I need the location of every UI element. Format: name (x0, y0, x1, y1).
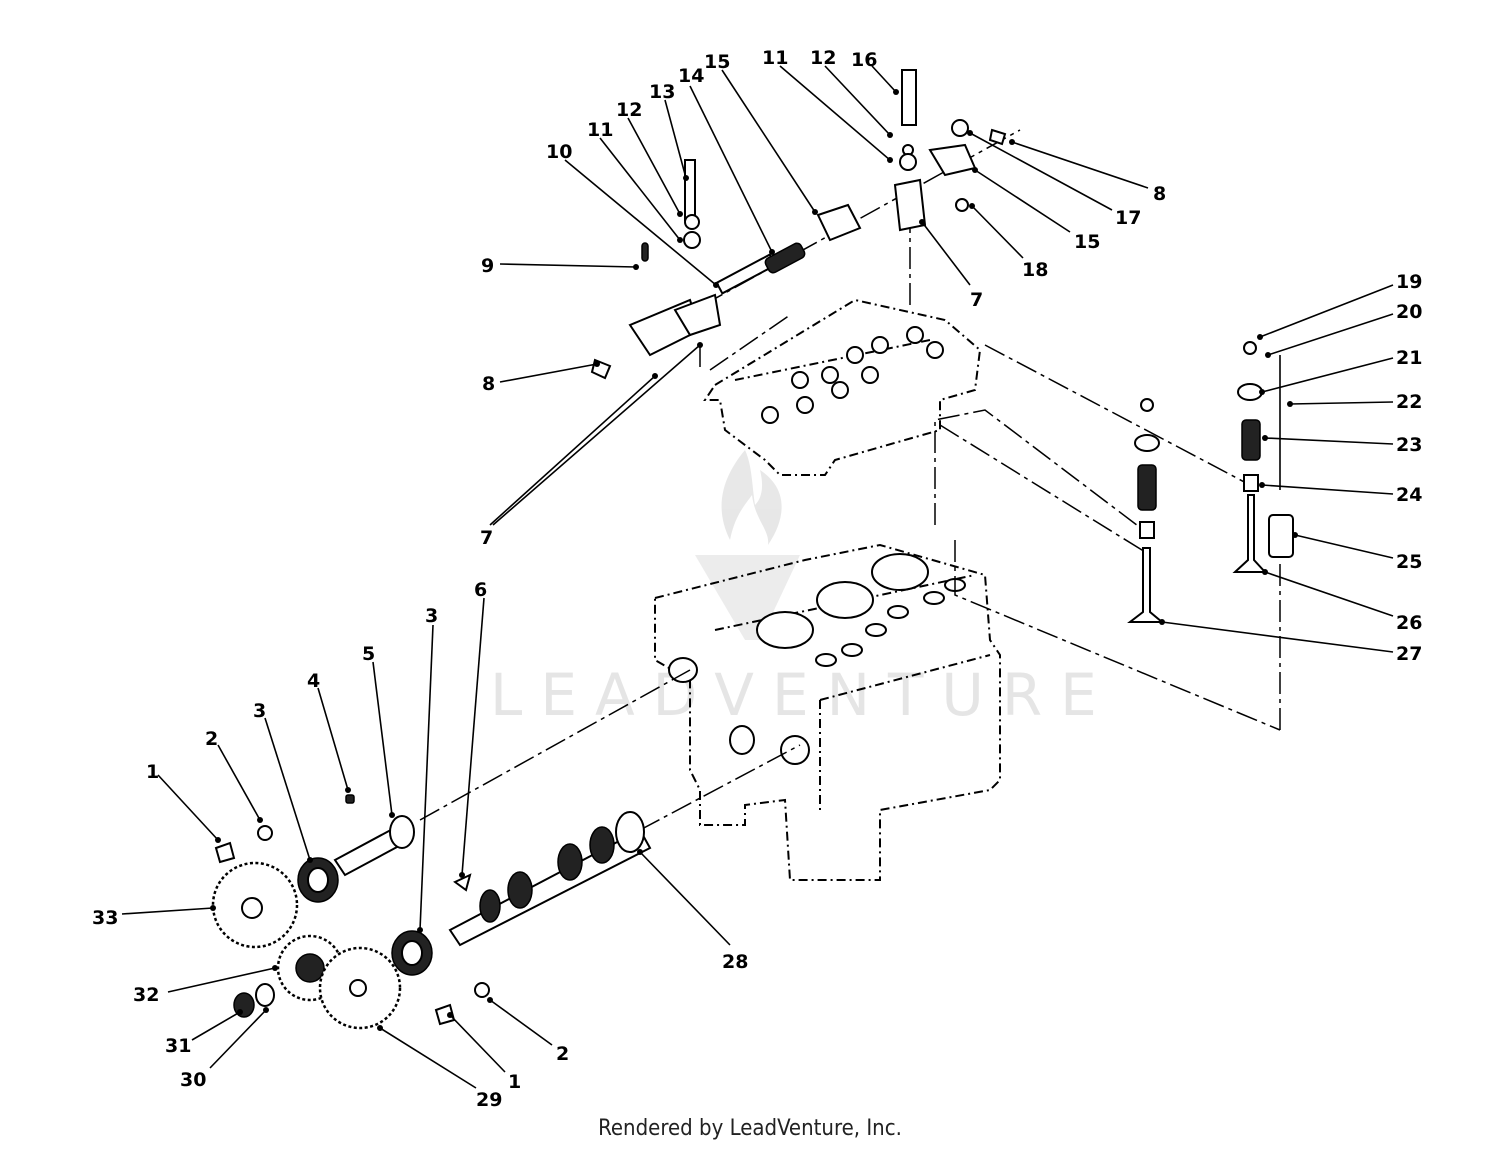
camshaft (448, 811, 652, 947)
callout-3-left: 3 (253, 700, 313, 863)
rocker-shaft-assembly (590, 69, 1007, 380)
svg-text:23: 23 (1396, 434, 1422, 456)
svg-text:31: 31 (165, 1035, 191, 1057)
callout-17: 17 (967, 130, 1141, 229)
svg-text:11: 11 (587, 119, 613, 141)
callout-25: 25 (1292, 532, 1422, 573)
svg-text:21: 21 (1396, 347, 1422, 369)
callout-12-left: 12 (616, 99, 683, 217)
callout-30: 30 (180, 1007, 269, 1091)
callouts: 1 2 3 4 5 3 6 1 (92, 47, 1422, 1111)
callout-9: 9 (481, 255, 639, 277)
v-logo-icon (695, 555, 800, 640)
watermark-brand: LEADVENTURE (490, 661, 1115, 729)
svg-text:25: 25 (1396, 551, 1422, 573)
callout-2-left: 2 (205, 728, 263, 823)
svg-text:26: 26 (1396, 612, 1422, 634)
callout-27: 27 (1159, 619, 1422, 665)
callout-3-right: 3 (417, 605, 438, 933)
callout-28: 28 (637, 849, 748, 973)
callout-8-left: 8 (482, 361, 600, 395)
valve-train (1127, 341, 1294, 623)
callout-6: 6 (459, 579, 487, 878)
svg-text:15: 15 (704, 51, 730, 73)
callout-14: 14 (678, 65, 775, 255)
callout-21: 21 (1259, 347, 1422, 395)
svg-text:7: 7 (970, 289, 983, 311)
svg-text:12: 12 (810, 47, 836, 69)
svg-text:12: 12 (616, 99, 642, 121)
callout-5: 5 (362, 643, 395, 818)
callout-26: 26 (1262, 569, 1422, 634)
svg-text:2: 2 (205, 728, 218, 750)
svg-text:5: 5 (362, 643, 375, 665)
svg-text:4: 4 (307, 670, 320, 692)
svg-text:2: 2 (556, 1043, 569, 1065)
callout-22: 22 (1287, 391, 1422, 413)
svg-text:27: 27 (1396, 643, 1422, 665)
callout-18: 18 (969, 203, 1048, 281)
callout-2-bottom: 2 (487, 997, 569, 1065)
callout-12-right: 12 (810, 47, 893, 138)
svg-text:8: 8 (1153, 183, 1166, 205)
callout-10: 10 (546, 141, 719, 288)
callout-7-lower: 7 (480, 342, 703, 549)
svg-text:7: 7 (480, 527, 493, 549)
svg-text:1: 1 (146, 761, 159, 783)
callout-15-left: 15 (704, 51, 818, 215)
svg-text:32: 32 (133, 984, 159, 1006)
svg-text:3: 3 (253, 700, 266, 722)
callout-8-right: 8 (1009, 139, 1166, 205)
callout-16: 16 (851, 49, 899, 95)
callout-19: 19 (1257, 271, 1422, 340)
svg-text:24: 24 (1396, 484, 1422, 506)
callout-11-right: 11 (762, 47, 893, 163)
leadventure-watermark: LEADVENTURE (490, 450, 1115, 729)
callout-15-right: 15 (972, 167, 1100, 253)
callout-1-bottom: 1 (447, 1012, 521, 1093)
callout-33: 33 (92, 905, 216, 929)
svg-text:14: 14 (678, 65, 704, 87)
svg-text:15: 15 (1074, 231, 1100, 253)
svg-text:13: 13 (649, 81, 675, 103)
svg-text:33: 33 (92, 907, 118, 929)
svg-text:1: 1 (508, 1071, 521, 1093)
svg-text:16: 16 (851, 49, 877, 71)
gear-train (211, 861, 402, 1030)
idler-shaft (214, 794, 490, 1026)
svg-text:19: 19 (1396, 271, 1422, 293)
callout-7-upper: 7 (919, 219, 983, 311)
callout-29: 29 (377, 1025, 502, 1111)
svg-text:20: 20 (1396, 301, 1422, 323)
callout-1-left: 1 (146, 761, 221, 843)
callout-13: 13 (649, 81, 689, 181)
engine-block (654, 543, 1001, 881)
svg-text:10: 10 (546, 141, 572, 163)
render-credit: Rendered by LeadVenture, Inc. (598, 1116, 902, 1141)
svg-text:6: 6 (474, 579, 487, 601)
callout-31: 31 (165, 1009, 243, 1057)
svg-text:11: 11 (762, 47, 788, 69)
callout-4: 4 (307, 670, 351, 793)
svg-text:29: 29 (476, 1089, 502, 1111)
cylinder-head (703, 298, 982, 476)
svg-text:9: 9 (481, 255, 494, 277)
callout-23: 23 (1262, 434, 1422, 456)
svg-text:22: 22 (1396, 391, 1422, 413)
svg-text:17: 17 (1115, 207, 1141, 229)
svg-text:30: 30 (180, 1069, 206, 1091)
flame-logo-icon (721, 450, 782, 545)
callout-20: 20 (1265, 301, 1422, 358)
svg-text:3: 3 (425, 605, 438, 627)
svg-text:18: 18 (1022, 259, 1048, 281)
svg-text:8: 8 (482, 373, 495, 395)
callout-11-left: 11 (587, 119, 683, 243)
svg-text:28: 28 (722, 951, 748, 973)
callout-24: 24 (1259, 482, 1422, 506)
callout-32: 32 (133, 965, 278, 1006)
